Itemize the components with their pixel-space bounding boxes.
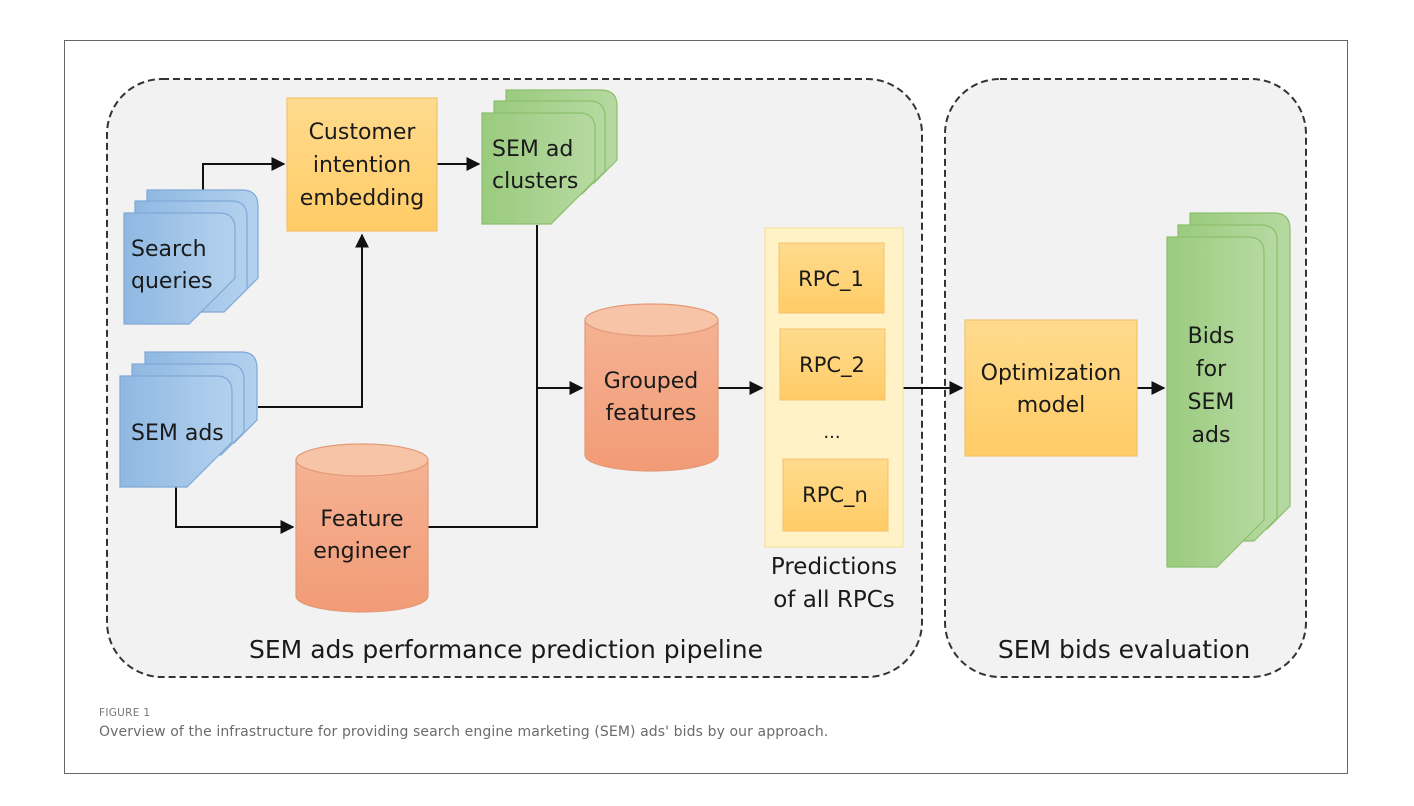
node-sem-ad-clusters: SEM ad clusters: [481, 89, 618, 225]
node-sem-ads-label: SEM ads: [131, 421, 224, 446]
node-clusters-line-1: SEM ad: [492, 137, 573, 162]
edge-semads-to-embedding: [258, 233, 369, 408]
rpc-1-box: [778, 242, 885, 314]
node-feature-engineer-line-1: Feature: [320, 507, 403, 532]
node-optimization-line-2: model: [1017, 393, 1086, 418]
predictions-label-line-1: Predictions: [771, 554, 897, 580]
node-feature-engineer: Feature engineer: [295, 443, 429, 613]
rpc-1-label: RPC_1: [798, 267, 864, 292]
node-bids-line-1: Bids: [1188, 324, 1235, 349]
edge-search-to-embedding: [202, 157, 286, 190]
node-embedding-line-3: embedding: [300, 186, 424, 211]
node-bids-line-3: SEM: [1188, 390, 1235, 415]
node-embedding-line-1: Customer: [309, 120, 417, 145]
rpc-2-box: [779, 328, 886, 401]
rpc-n-label: RPC_n: [802, 483, 868, 508]
rpc-n-box: [782, 458, 889, 532]
rpc-2-label: RPC_2: [799, 353, 865, 378]
rpc-ellipsis: ...: [823, 422, 840, 443]
node-optimization-line-1: Optimization: [981, 361, 1122, 386]
node-grouped-features-line-2: features: [606, 401, 697, 426]
edge-semads-to-feature: [175, 487, 295, 534]
node-search-queries: Search queries: [123, 189, 259, 325]
node-sem-ads: SEM ads: [119, 351, 258, 488]
node-search-queries-line-2: queries: [131, 269, 213, 294]
node-bids-line-4: ads: [1192, 423, 1231, 448]
node-optimization-model: Optimization model: [964, 319, 1138, 457]
node-feature-engineer-line-2: engineer: [313, 539, 412, 564]
group-pipeline-label: SEM ads performance prediction pipeline: [249, 635, 763, 664]
node-search-queries-line-1: Search: [131, 237, 207, 262]
connectors: [175, 157, 1166, 534]
figure-label: FIGURE 1: [99, 707, 151, 719]
node-customer-intention-embedding: Customer intention embedding: [286, 97, 438, 232]
edge-feature-to-merge: [428, 225, 538, 528]
figure-caption: Overview of the infrastructure for provi…: [99, 724, 829, 740]
node-grouped-features-line-1: Grouped: [604, 369, 698, 394]
group-evaluation-label: SEM bids evaluation: [998, 635, 1250, 664]
node-embedding-line-2: intention: [313, 153, 411, 178]
node-bids-line-2: for: [1196, 357, 1227, 382]
node-bids-for-sem-ads: Bids for SEM ads: [1166, 212, 1291, 568]
node-clusters-line-2: clusters: [492, 169, 578, 194]
node-rpc-predictions: RPC_1 RPC_2 ... RPC_n: [764, 227, 904, 548]
predictions-label-line-2: of all RPCs: [773, 587, 895, 613]
node-grouped-features: Grouped features: [584, 303, 719, 472]
